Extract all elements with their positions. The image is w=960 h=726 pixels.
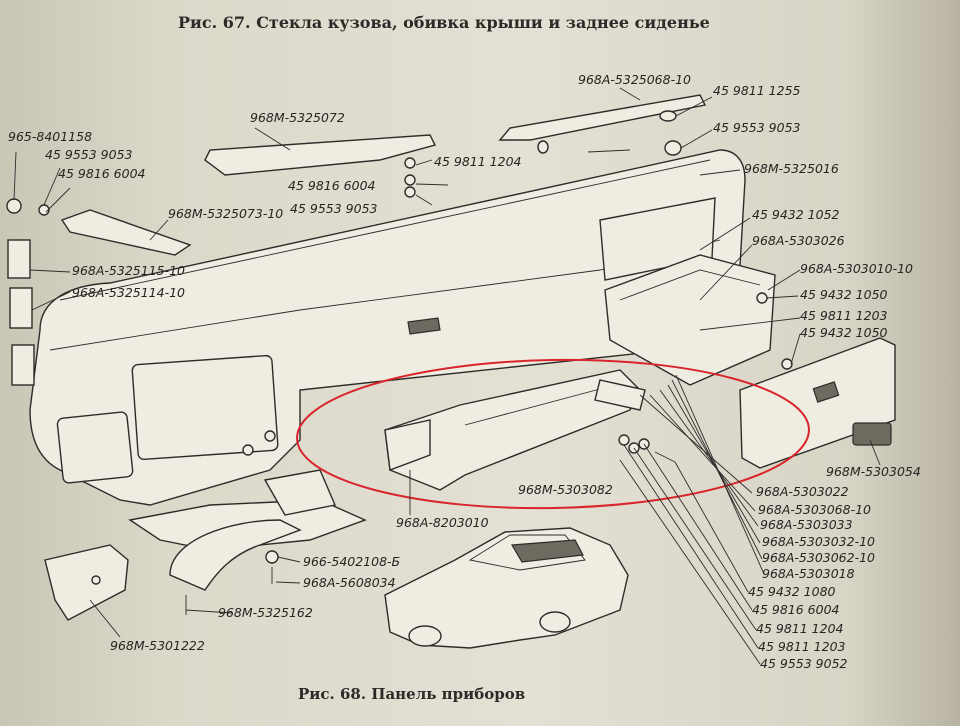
part-label: 968M-5325016	[744, 161, 839, 176]
part-label: 45 9816 6004	[58, 166, 146, 181]
nut	[265, 550, 279, 564]
part-label: 45 9553 9052	[760, 656, 848, 671]
part-label: 968A-5325068-10	[578, 72, 691, 87]
part-label: 45 9816 6004	[752, 602, 840, 617]
part-label: 45 9432 1050	[800, 325, 888, 340]
part-label: 968A-5303062-10	[762, 550, 875, 565]
part-label: 966-5402108-Б	[303, 554, 400, 569]
glovebox-lid	[739, 337, 896, 469]
part-label: 968A-5325114-10	[72, 285, 185, 300]
nut	[664, 140, 682, 156]
part-label: 968A-5325115-10	[72, 263, 185, 278]
part-label: 968A-5303068-10	[758, 502, 871, 517]
part-label: 968M-5303082	[518, 482, 613, 497]
part-label: 968A-5303026	[752, 233, 845, 248]
part-label: 45 9811 1204	[434, 154, 522, 169]
part-label: 968A-5608034	[303, 575, 396, 590]
part-label: 45 9811 1203	[800, 308, 888, 323]
screw	[587, 149, 631, 153]
part-label: 968A-8203010	[396, 515, 489, 530]
ashtray-bracket	[384, 419, 431, 471]
speaker-trim	[498, 94, 707, 141]
part-label: 45 9432 1050	[800, 287, 888, 302]
part-label: 968M-5301222	[110, 638, 205, 653]
bolt-head	[781, 358, 793, 370]
control-knob	[264, 430, 276, 442]
heater-bracket	[44, 544, 129, 621]
highlight-ellipse	[296, 358, 810, 510]
washer	[618, 434, 630, 446]
part-label: 968A-5303022	[756, 484, 849, 499]
clip	[91, 575, 101, 585]
glovebox	[604, 254, 776, 386]
heater-shroud	[169, 519, 302, 591]
screw	[654, 451, 676, 463]
part-label: 45 9553 9053	[45, 147, 133, 162]
washer	[659, 110, 677, 122]
side-bracket	[11, 344, 35, 386]
part-label: 45 9811 1203	[758, 639, 846, 654]
defroster-trim-left	[60, 209, 192, 256]
center-slot	[407, 317, 441, 335]
instrument-cluster-opening	[131, 354, 279, 461]
part-label: 45 9811 1204	[756, 621, 844, 636]
defroster-trim-right	[204, 134, 437, 176]
control-knob	[242, 444, 254, 456]
gauge-opening	[56, 411, 134, 484]
washer	[404, 174, 416, 186]
side-bracket	[9, 287, 33, 329]
part-label: 45 9811 1255	[713, 83, 801, 98]
leader-lines	[13, 87, 881, 665]
part-label: 968M-5303054	[826, 464, 921, 479]
dashboard-top-ridge	[59, 159, 711, 301]
center-console-shelf	[464, 384, 616, 426]
part-label: 968M-5325162	[218, 605, 313, 620]
part-label: 45 9553 9053	[290, 201, 378, 216]
part-label: 45 9432 1052	[752, 207, 840, 222]
part-label: 45 9553 9053	[713, 120, 801, 135]
bolt-head	[756, 292, 768, 304]
part-label: 968M-5325073-10	[168, 206, 283, 221]
side-bracket	[7, 239, 31, 279]
part-label: 968M-5325072	[250, 110, 345, 125]
nut	[404, 157, 416, 169]
part-label: 45 9432 1080	[748, 584, 836, 599]
center-console-panel	[384, 369, 641, 491]
part-labels: 965-8401158 45 9553 9053 45 9816 6004 96…	[8, 72, 921, 671]
part-label: 968A-5303033	[760, 517, 853, 532]
figure-caption-bottom: Рис. 68. Панель приборов	[298, 685, 526, 703]
part-label: 968A-5303010-10	[800, 261, 913, 276]
radio-bezel	[263, 469, 336, 516]
car-outline-icon	[384, 527, 629, 649]
part-label: 968A-5303032-10	[762, 534, 875, 549]
part-label: 968A-5303018	[762, 566, 855, 581]
part-label: 45 9816 6004	[288, 178, 376, 193]
console-bracket	[594, 379, 646, 411]
washer	[404, 186, 416, 198]
glovebox-lock	[812, 381, 840, 403]
washer	[537, 140, 549, 154]
glovebox-handle	[852, 422, 892, 446]
part-label: 965-8401158	[8, 129, 92, 144]
figure-caption-top: Рис. 67. Стекла кузова, обивка крыши и з…	[178, 13, 710, 32]
glovebox-inner	[619, 269, 761, 301]
plug	[6, 198, 22, 214]
